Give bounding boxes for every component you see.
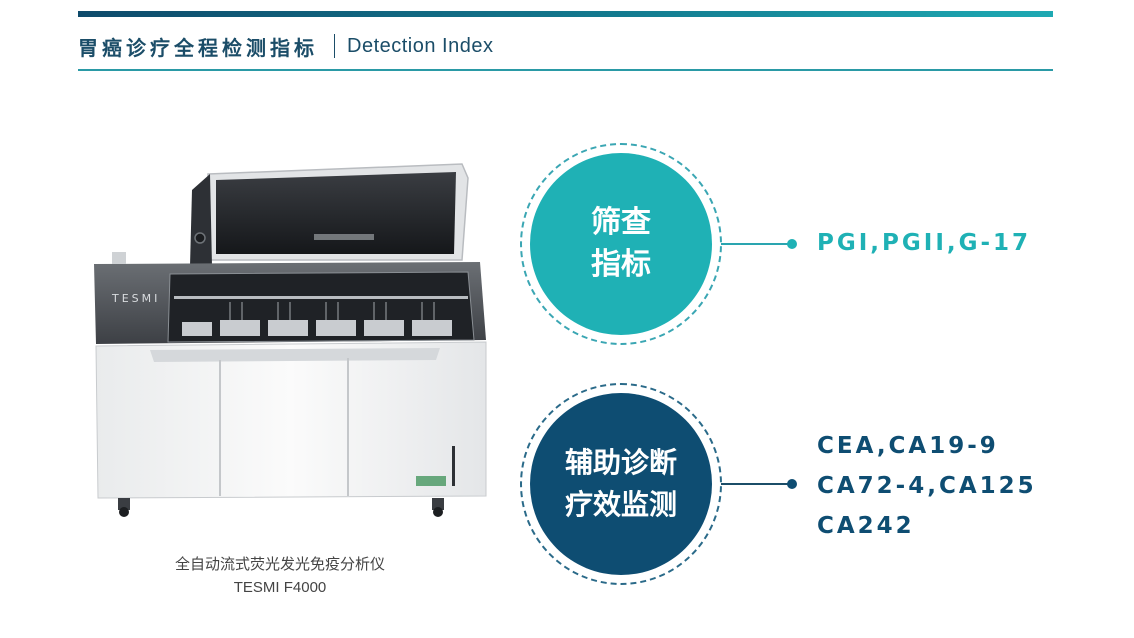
- header-accent-bar: [78, 11, 1053, 17]
- screening-badge: 筛查 指标: [530, 153, 712, 335]
- header-underline: [78, 69, 1053, 71]
- title-divider: [334, 34, 335, 58]
- diagnosis-indicator-3: CA242: [817, 513, 915, 539]
- screening-label-line1: 筛查: [591, 205, 651, 240]
- diagnosis-connector: [721, 483, 791, 485]
- analyzer-illustration: TESMI: [94, 163, 487, 517]
- screening-indicators: PGI,PGII,G-17: [817, 230, 1032, 256]
- diagnosis-label-line2: 疗效监测: [564, 488, 677, 521]
- logo-mark: [416, 476, 446, 486]
- device-name-cn: 全自动流式荧光发光免疫分析仪: [174, 555, 385, 573]
- device-caption: 全自动流式荧光发光免疫分析仪 TESMI F4000: [130, 552, 430, 600]
- header: 胃癌诊疗全程检测指标 Detection Index: [78, 30, 1053, 62]
- diagnosis-badge: 辅助诊断 疗效监测: [530, 393, 712, 575]
- screening-bullet-dot: [787, 239, 797, 249]
- diagnosis-label-line1: 辅助诊断: [564, 446, 677, 479]
- screening-connector: [721, 243, 791, 245]
- diagnosis-bullet-dot: [787, 479, 797, 489]
- lid-window: [216, 172, 456, 254]
- diagnosis-indicator-2: CA72-4,CA125: [817, 473, 1037, 499]
- brand-mark: TESMI: [111, 292, 160, 305]
- page-title: 胃癌诊疗全程检测指标: [78, 35, 318, 60]
- page-subtitle: Detection Index: [347, 34, 494, 57]
- diagnosis-indicator-1: CEA,CA19-9: [817, 433, 999, 459]
- device-model: TESMI F4000: [233, 579, 327, 596]
- screening-label-line2: 指标: [591, 247, 651, 282]
